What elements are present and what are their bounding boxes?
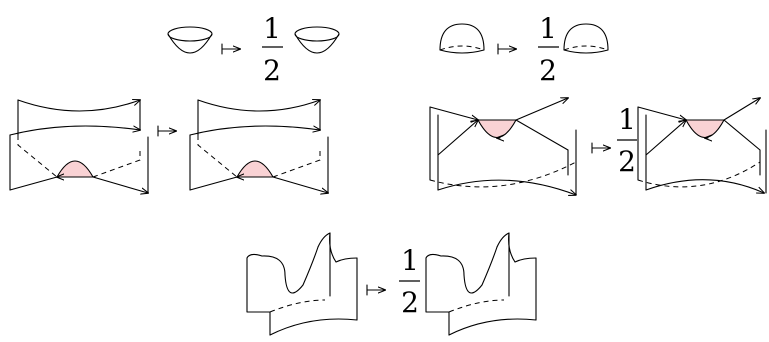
bowl-left	[167, 26, 213, 54]
relation-band-disk-top: 1 2	[429, 98, 767, 195]
relation-band-disk-bottom	[9, 100, 328, 193]
fraction-denominator: 2	[618, 145, 636, 178]
fraction-half: 1 2	[617, 103, 637, 178]
fraction-numerator: 1	[401, 244, 419, 277]
fraction-denominator: 2	[539, 54, 557, 87]
maps-to-arrow	[366, 284, 385, 296]
bowl-right	[294, 26, 340, 54]
fraction-half: 1 2	[538, 12, 559, 87]
fraction-numerator: 1	[263, 12, 281, 45]
relation-saddle: 1 2	[246, 232, 537, 336]
dome-left	[439, 23, 485, 54]
relation-dome: 1 2	[439, 12, 609, 87]
dome-right	[563, 23, 609, 54]
band-left	[9, 100, 148, 193]
band-right	[189, 100, 328, 193]
maps-to-arrow	[221, 43, 240, 55]
fraction-numerator: 1	[618, 103, 636, 136]
fraction-denominator: 2	[401, 286, 419, 319]
fraction-half: 1 2	[262, 12, 283, 87]
maps-to-arrow	[157, 125, 176, 137]
fraction-half: 1 2	[399, 244, 420, 319]
fraction-numerator: 1	[539, 12, 557, 45]
fraction-denominator: 2	[263, 54, 281, 87]
saddle-right	[425, 232, 537, 336]
band-left	[429, 98, 576, 195]
relation-bowl: 1 2	[167, 12, 340, 87]
maps-to-arrow	[497, 43, 516, 55]
saddle-left	[246, 232, 358, 336]
maps-to-arrow	[591, 142, 610, 154]
band-right	[637, 98, 767, 193]
